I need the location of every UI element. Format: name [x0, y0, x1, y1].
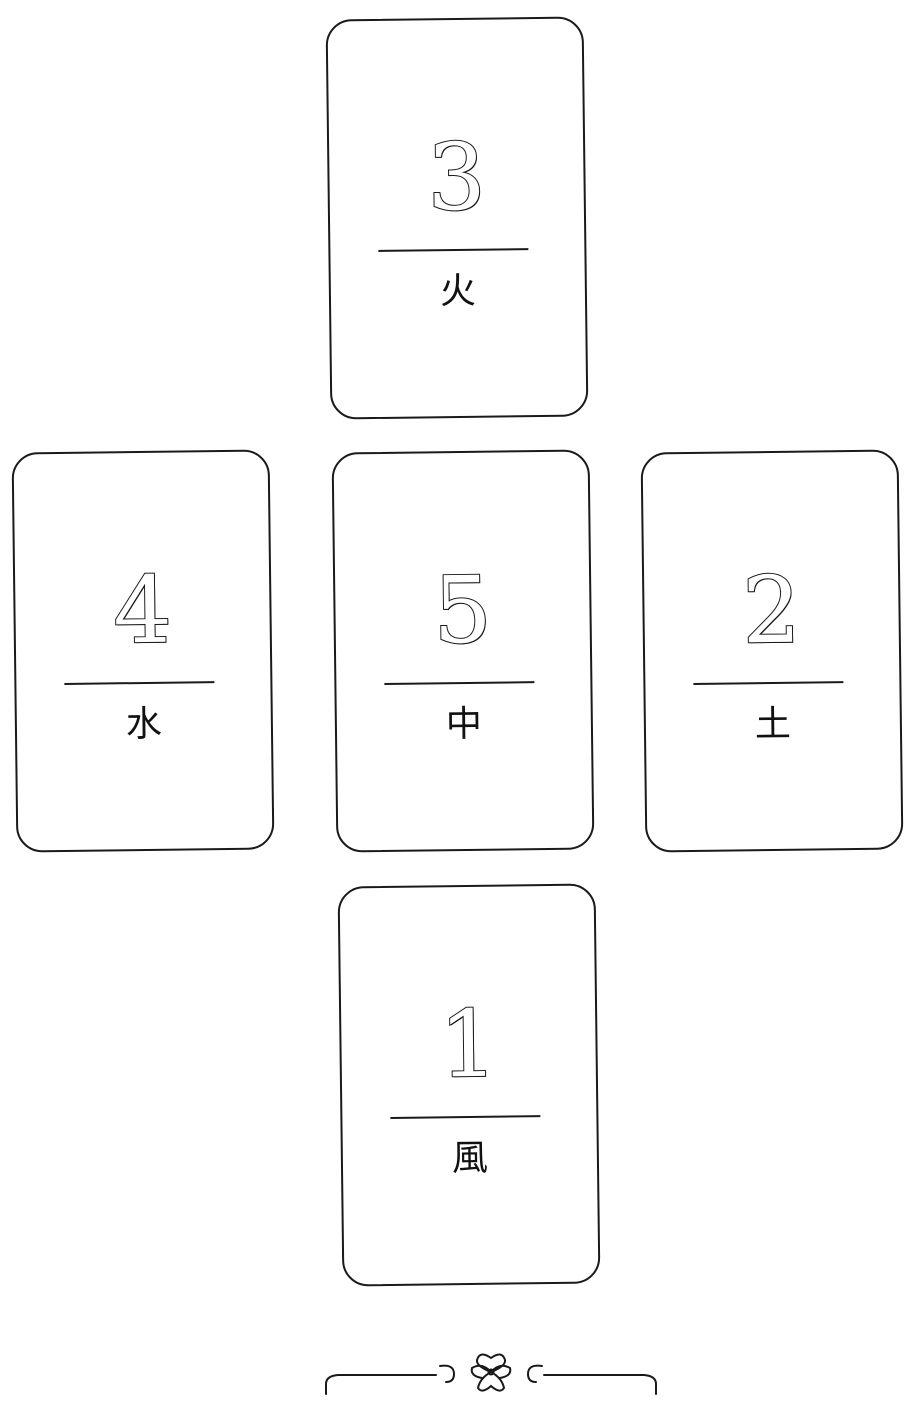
card-number: 4	[112, 556, 174, 666]
card-top: 3 火	[325, 16, 589, 420]
card-number: 3	[426, 123, 488, 233]
card-divider	[378, 248, 529, 252]
card-number: 5	[432, 556, 494, 666]
card-center: 5 中	[331, 449, 595, 853]
card-label: 風	[451, 1137, 489, 1180]
card-divider	[384, 681, 535, 685]
card-number: 1	[438, 990, 500, 1100]
card-label: 土	[754, 703, 792, 746]
card-bottom: 1 風	[337, 883, 601, 1287]
card-divider	[693, 681, 844, 685]
card-left: 4 水	[11, 449, 275, 853]
card-divider	[64, 681, 215, 685]
card-label: 中	[445, 703, 483, 746]
card-divider	[390, 1115, 541, 1119]
heart-knot-ornament-icon	[325, 1353, 657, 1395]
card-right: 2 土	[640, 449, 904, 853]
card-number: 2	[741, 556, 803, 666]
card-label: 水	[125, 703, 163, 746]
card-label: 火	[439, 270, 477, 313]
